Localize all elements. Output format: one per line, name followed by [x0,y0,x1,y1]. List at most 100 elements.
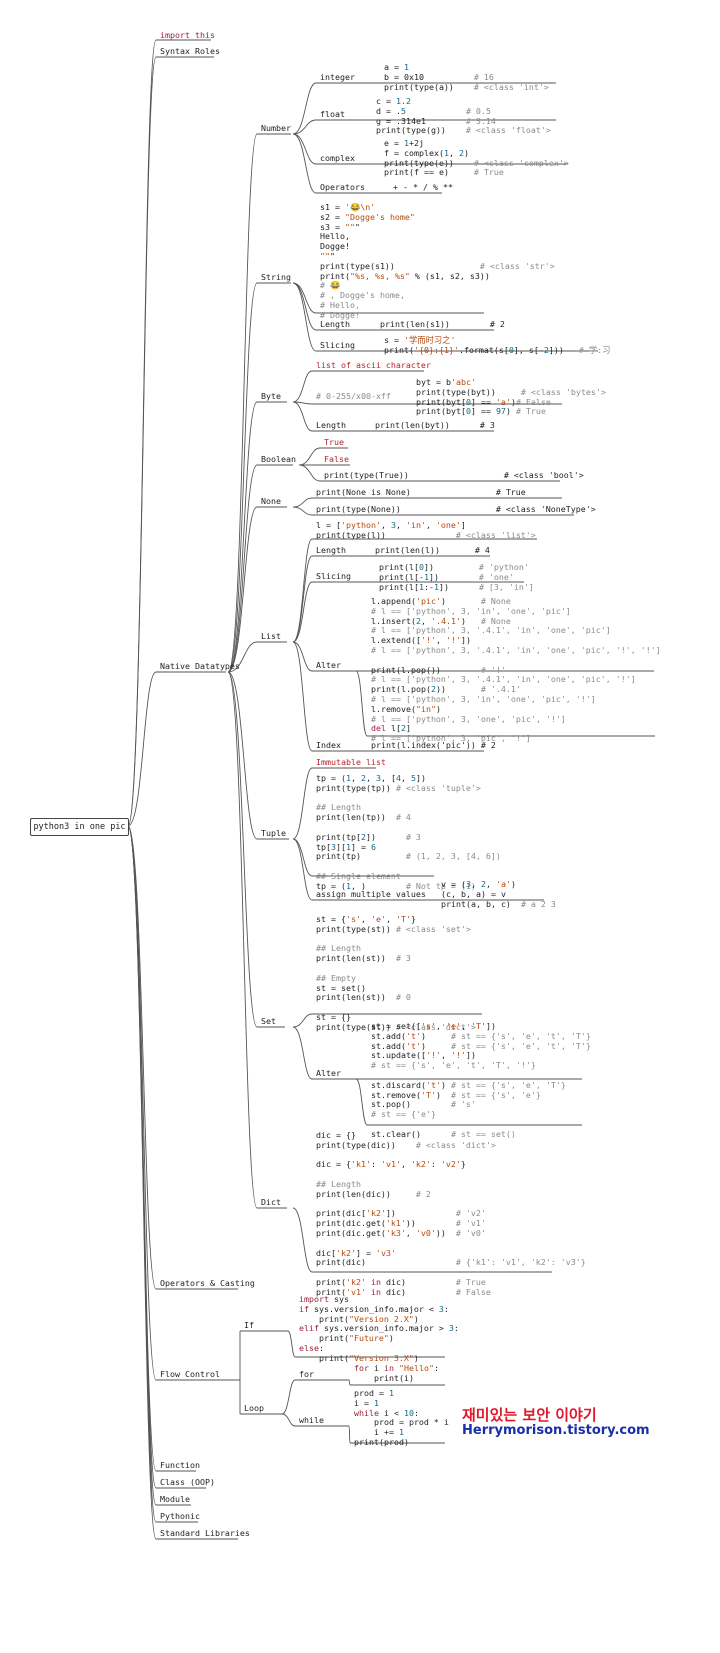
list-alter-edge [292,641,313,672]
syntax-roles-node: Syntax Roles [160,46,220,56]
root-node: python3 in one pic [30,818,129,836]
tuple-immutable-note: Immutable list [316,757,386,767]
float-edge [292,119,317,135]
integer-code: a = 1 b = 0x10 # 16 print(type(a)) # <cl… [384,62,549,92]
string-slicing-edge [292,282,317,352]
list-slicing-code: print(l[0]) # 'python' print(l[-1]) # 'o… [379,562,534,592]
tuple-assign-edge [292,838,313,901]
loop-node: Loop [244,1403,264,1413]
class-oop-node: Class (OOP) [160,1477,215,1487]
module-node: Module [160,1494,190,1504]
syntax-roles-edge [127,56,157,827]
import-this-node: import this [160,30,215,40]
list-node: List [261,631,281,641]
class-oop-edge [127,825,157,1489]
while-edge [281,1413,296,1427]
boolean-node: Boolean [261,454,296,464]
boolean-true: True [324,437,344,447]
watermark-title: 재미있는 보안 이야기 [462,1406,597,1424]
byte-ascii-edge [292,370,313,403]
byte-length-edge [292,401,313,432]
list-index-edge [292,641,313,752]
watermark-url: Herrymorison.tistory.com [462,1423,650,1438]
standard-libraries-node: Standard Libraries [160,1528,250,1538]
byte-length-code: print(len(byt)) # 3 [375,420,495,430]
set-intro-code: st = {'s', 'e', 'T'} print(type(st)) # <… [316,914,476,1032]
float-node: float [320,109,345,119]
byte-length-node: Length [316,420,346,430]
set-alter-edge [292,1026,313,1080]
for-node: for [299,1369,314,1379]
boolean-edge [227,464,258,673]
string-length-node: Length [320,319,350,329]
tuple-code: tp = (1, 2, 3, [4, 5]) print(type(tp)) #… [316,773,501,891]
string-slicing-node: Slicing [320,340,355,350]
flow-control-node: Flow Control [160,1369,220,1379]
list-alter-node: Alter [316,660,341,670]
none-edge [227,506,258,673]
complex-node: complex [320,153,355,163]
import-this-edge [127,39,157,827]
list-alter-code-edge [355,670,368,737]
string-slicing-code: s = '学而时习之' print('{0}:{1}'.format(s[0],… [384,335,611,355]
dict-code: dic = {} print(type(dic)) # <class 'dict… [316,1130,586,1297]
for-code-edge [348,1379,351,1386]
string-intro-code: s1 = '😂\n' s2 = "Dogge's home" s3 = """ … [320,202,555,320]
none-node: None [261,496,281,506]
operators-casting-node: Operators & Casting [160,1278,255,1288]
list-length-edge [292,555,313,643]
tuple-assign-node: assign multiple values [316,889,426,899]
set-intro-edge [292,1013,313,1028]
byte-code: byt = b'abc' print(type(byt)) # <class '… [416,377,606,417]
list-index-code: print(l.index('pic')) # 2 [371,740,496,750]
while-node: while [299,1415,324,1425]
none-1-edge [292,497,313,508]
while-code-edge [348,1425,351,1444]
none-line-1: print(None is None) # True [316,487,526,497]
dict-node: Dict [261,1197,281,1207]
list-intro-edge [292,538,313,643]
set-alter-code-edge [355,1078,368,1126]
tuple-node: Tuple [261,828,286,838]
byte-ascii-note: list of ascii character [316,360,431,370]
complex-code: e = 1+2j f = complex(1, 2) print(type(e)… [384,138,569,178]
byte-edge [227,401,258,673]
bool-code-edge [298,464,321,482]
string-length-edge [292,282,317,331]
list-length-code: print(len(l)) # 4 [375,545,490,555]
operators-code: + - * / % ** [393,182,453,192]
number-node: Number [261,123,291,133]
string-node: String [261,272,291,282]
string-intro-edge [292,282,317,314]
if-code: import sys if sys.version_info.major < 3… [299,1294,459,1363]
tuple-edge [227,671,258,840]
tuple-code-edge [292,838,313,877]
if-node: If [244,1320,254,1330]
string-edge [227,282,258,673]
for-code: for i in "Hello": print(i) [354,1363,439,1383]
native-datatypes-node: Native Datatypes [160,661,240,671]
number-edge [227,133,258,673]
byte-range-comment: # 0-255/x00-xff [316,391,391,401]
function-node: Function [160,1460,200,1470]
float-code: c = 1.2 d = .5 # 0.5 g = .314e1 # 3.14 p… [376,96,551,136]
set-edge [227,671,258,1028]
tuple-assign-code: v = (3, 2, 'a') (c, b, a) = v print(a, b… [441,879,556,909]
module-edge [127,825,157,1506]
list-slicing-node: Slicing [316,571,351,581]
list-length-node: Length [316,545,346,555]
list-slicing-edge [292,581,313,643]
operators-node: Operators [320,182,365,192]
set-alter-code: st = set(['s', 'e', 'T']) st.add('t') # … [371,1021,591,1139]
while-code: prod = 1 i = 1 while i < 10: prod = prod… [354,1388,449,1447]
tuple-immutable-edge [292,767,313,840]
pythonic-edge [127,825,157,1523]
if-code-edge [287,1330,296,1358]
list-index-node: Index [316,740,341,750]
integer-node: integer [320,72,355,82]
operators-edge [292,133,317,194]
dict-edge [227,671,258,1209]
integer-edge [292,82,317,135]
